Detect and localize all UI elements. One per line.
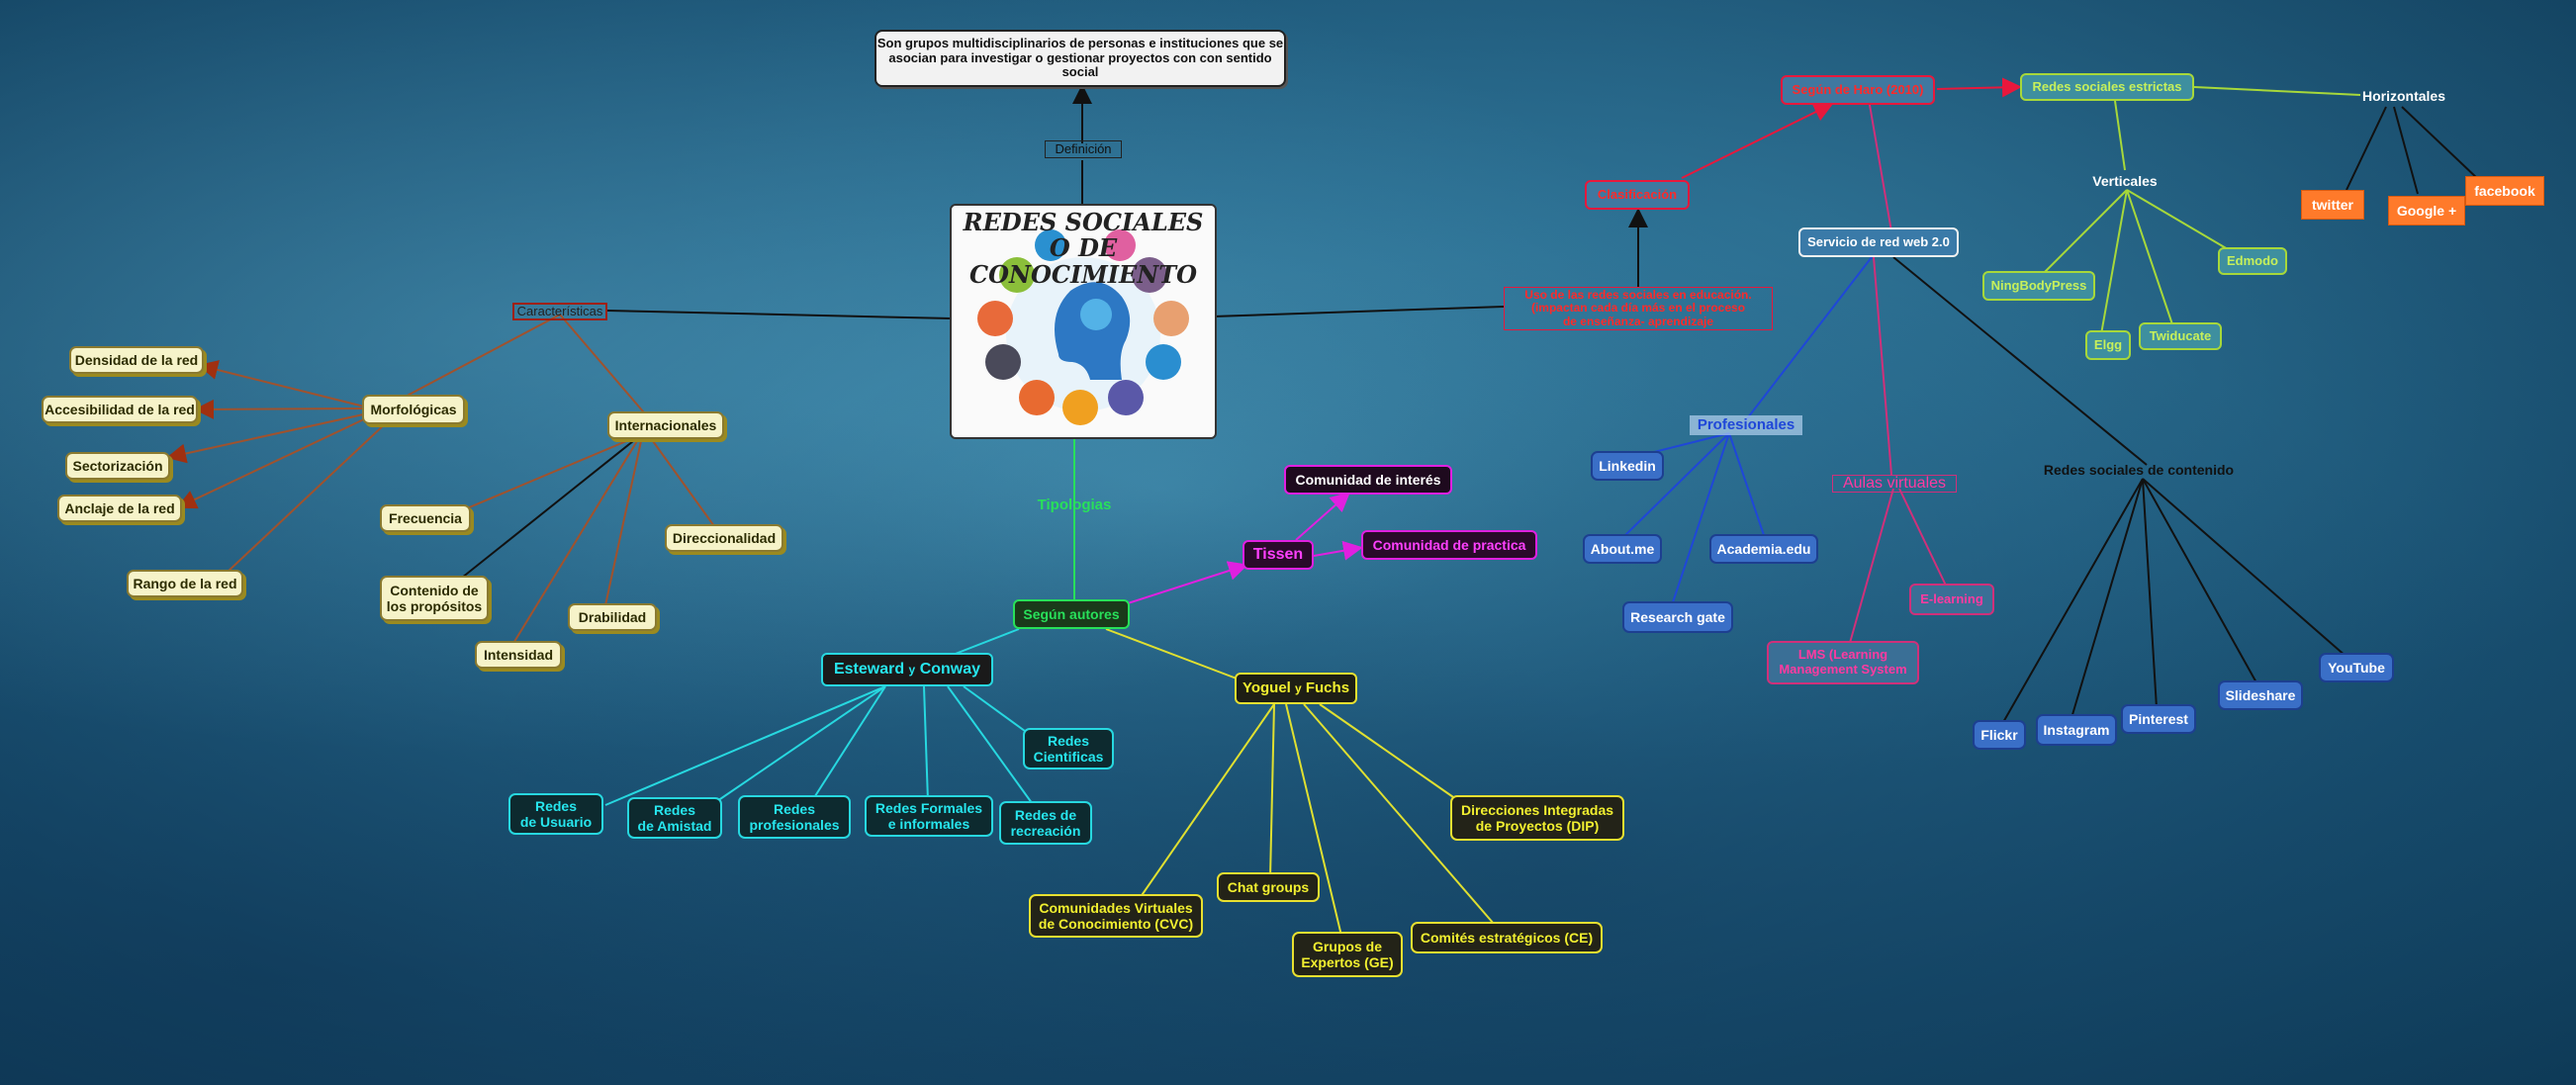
central-node[interactable]: REDES SOCIALES O DE CONOCIMIENTO [950, 204, 1217, 439]
esteward-friendship[interactable]: Redes de Amistad [627, 797, 722, 839]
grid-icon [1132, 257, 1167, 293]
globe-icon [1035, 229, 1066, 261]
yoguel-fuchs-node[interactable]: Yoguel y Fuchs [1235, 673, 1357, 704]
content-networks-label[interactable]: Redes sociales de contenido [2043, 461, 2235, 478]
pinterest-node[interactable]: Pinterest [2121, 704, 2196, 734]
yoguel-experts[interactable]: Grupos de Expertos (GE) [1292, 932, 1403, 977]
esteward-conway-node[interactable]: Esteward y Conway [821, 653, 993, 686]
strict-networks-node[interactable]: Redes sociales estrictas [2020, 73, 2194, 101]
characteristics-label[interactable]: Características [512, 303, 607, 320]
linkedin-node[interactable]: Linkedin [1591, 451, 1664, 481]
morph-sectorization[interactable]: Sectorización [65, 452, 170, 480]
morph-range[interactable]: Rango de la red [127, 570, 243, 597]
web20-node[interactable]: Servicio de red web 2.0 [1798, 227, 1959, 257]
yoguel-strategic[interactable]: Comités estratégicos (CE) [1411, 922, 1603, 953]
intl-content[interactable]: Contenido de los propósitos [380, 576, 489, 621]
esteward-professional[interactable]: Redes profesionales [738, 795, 851, 839]
lms-node[interactable]: LMS (Learning Management System [1767, 641, 1919, 684]
morph-density[interactable]: Densidad de la red [69, 346, 204, 374]
definition-box: Son grupos multidisciplinarios de person… [874, 30, 1286, 87]
tissen-node[interactable]: Tissen [1242, 540, 1314, 570]
definition-link-label: Definición [1045, 140, 1122, 158]
link-icon [985, 344, 1021, 380]
central-title: REDES SOCIALES O DE CONOCIMIENTO [963, 208, 1204, 289]
edmodo-node[interactable]: Edmodo [2218, 247, 2287, 275]
esteward-scientific[interactable]: Redes Cientificas [1023, 728, 1114, 769]
esteward-recreation[interactable]: Redes de recreación [999, 801, 1092, 845]
elgg-node[interactable]: Elgg [2085, 330, 2131, 360]
definition-text: Son grupos multidisciplinarios de person… [876, 35, 1284, 80]
researchgate-node[interactable]: Research gate [1622, 601, 1733, 633]
morphological-node[interactable]: Morfológicas [362, 395, 465, 424]
facebook-node[interactable]: facebook [2465, 176, 2544, 206]
tissen-interest[interactable]: Comunidad de interés [1284, 465, 1452, 495]
play-icon [977, 301, 1013, 336]
star-icon [1062, 390, 1098, 425]
yoguel-dip[interactable]: Direcciones Integradas de Proyectos (DIP… [1450, 795, 1624, 841]
youtube-node[interactable]: YouTube [2319, 653, 2394, 682]
ningbodypress-node[interactable]: NingBodyPress [1982, 271, 2095, 301]
send-icon [1108, 380, 1144, 415]
googleplus-node[interactable]: Google + [2388, 196, 2465, 226]
wifi-icon [1019, 380, 1055, 415]
aboutme-node[interactable]: About.me [1583, 534, 1662, 564]
flickr-node[interactable]: Flickr [1973, 720, 2026, 750]
vertical-label[interactable]: Verticales [2092, 172, 2158, 189]
slideshare-node[interactable]: Slideshare [2218, 680, 2303, 710]
international-node[interactable]: Internacionales [607, 411, 724, 439]
intl-durability[interactable]: Drabilidad [568, 603, 657, 631]
network-illustration [977, 229, 1189, 425]
intl-frequency[interactable]: Frecuencia [380, 504, 471, 532]
by-authors-node[interactable]: Según autores [1013, 599, 1130, 629]
morph-accessibility[interactable]: Accesibilidad de la red [42, 396, 198, 423]
elearning-node[interactable]: E-learning [1909, 584, 1994, 615]
virtual-classrooms-label[interactable]: Aulas virtuales [1832, 475, 1957, 493]
twiducate-node[interactable]: Twiducate [2139, 322, 2222, 350]
intl-directionality[interactable]: Direccionalidad [665, 524, 783, 552]
academia-node[interactable]: Academia.edu [1709, 534, 1818, 564]
typologies-label[interactable]: Tipologias [1037, 497, 1112, 514]
heart-icon [1104, 229, 1136, 261]
yoguel-chat[interactable]: Chat groups [1217, 872, 1320, 902]
esteward-formal[interactable]: Redes Formales e informales [865, 795, 993, 837]
bulb-icon [999, 257, 1035, 293]
tissen-practice[interactable]: Comunidad de practica [1361, 530, 1537, 560]
professional-label[interactable]: Profesionales [1690, 415, 1802, 435]
twitter-node[interactable]: twitter [2301, 190, 2364, 220]
intl-intensity[interactable]: Intensidad [475, 641, 562, 669]
share-icon [1146, 344, 1181, 380]
morph-anchorage[interactable]: Anclaje de la red [57, 495, 182, 522]
yoguel-cvc[interactable]: Comunidades Virtuales de Conocimiento (C… [1029, 894, 1203, 938]
education-text[interactable]: Uso de las redes sociales en educación. … [1504, 287, 1773, 330]
dots-icon [1153, 301, 1189, 336]
haro-node[interactable]: Según de Haro (2010) [1781, 75, 1935, 105]
instagram-node[interactable]: Instagram [2036, 714, 2117, 746]
horizontal-label[interactable]: Horizontales [2361, 87, 2445, 104]
esteward-users[interactable]: Redes de Usuario [508, 793, 603, 835]
classification-node[interactable]: Clasificación [1585, 180, 1690, 210]
